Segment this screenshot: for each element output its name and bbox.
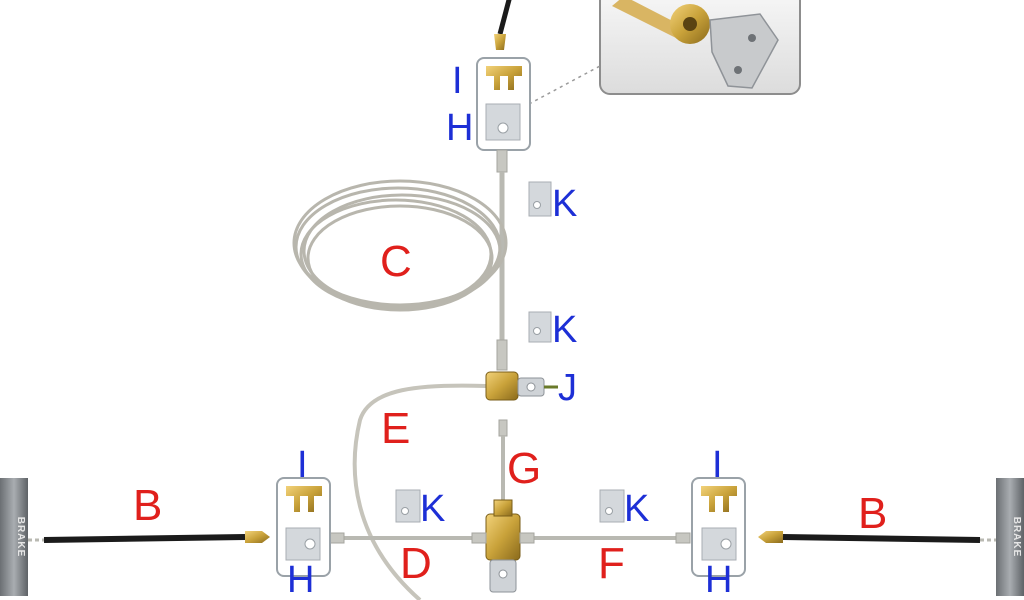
rubber-hose-right <box>758 531 997 543</box>
label-i-top: I <box>452 60 463 102</box>
label-i-right: I <box>712 444 723 486</box>
brake-label-left: BRAKE <box>15 517 26 558</box>
bracket-box-top <box>476 57 531 151</box>
brake-label-right: BRAKE <box>1011 517 1022 558</box>
mount-plate-k4 <box>599 489 625 523</box>
label-h-left: H <box>287 559 314 600</box>
tee-fitting <box>485 499 521 593</box>
label-f: F <box>598 539 625 588</box>
label-b-left: B <box>133 481 162 530</box>
vertical-steel-line <box>496 149 508 371</box>
label-c: C <box>380 237 412 286</box>
label-d: D <box>400 539 432 588</box>
mount-plate-k1 <box>528 181 552 217</box>
label-k3: K <box>420 488 445 530</box>
curved-steel-line-e <box>352 383 487 600</box>
label-k1: K <box>552 183 577 225</box>
brake-drum-right: BRAKE <box>996 478 1024 596</box>
label-b-right: B <box>858 489 887 538</box>
steel-line-f <box>519 532 691 544</box>
mount-plate-k3 <box>395 489 421 523</box>
brake-drum-left: BRAKE <box>0 478 28 596</box>
label-i-left: I <box>297 444 308 486</box>
label-e: E <box>381 404 410 453</box>
label-k2: K <box>552 309 577 351</box>
top-hose-stub <box>494 0 512 50</box>
steel-line-g <box>498 419 508 500</box>
rubber-hose-left <box>28 531 270 543</box>
label-j: J <box>558 367 577 409</box>
junction-block-j <box>485 371 558 401</box>
label-g: G <box>507 444 541 493</box>
label-h-top: H <box>446 107 473 149</box>
mount-plate-k2 <box>528 311 552 343</box>
label-h-right: H <box>705 559 732 600</box>
coiled-brake-line <box>292 179 508 312</box>
bracket-box-right <box>691 477 746 577</box>
label-k4: K <box>624 488 649 530</box>
bracket-box-left <box>276 477 331 577</box>
inset-detail-photo <box>528 0 801 105</box>
